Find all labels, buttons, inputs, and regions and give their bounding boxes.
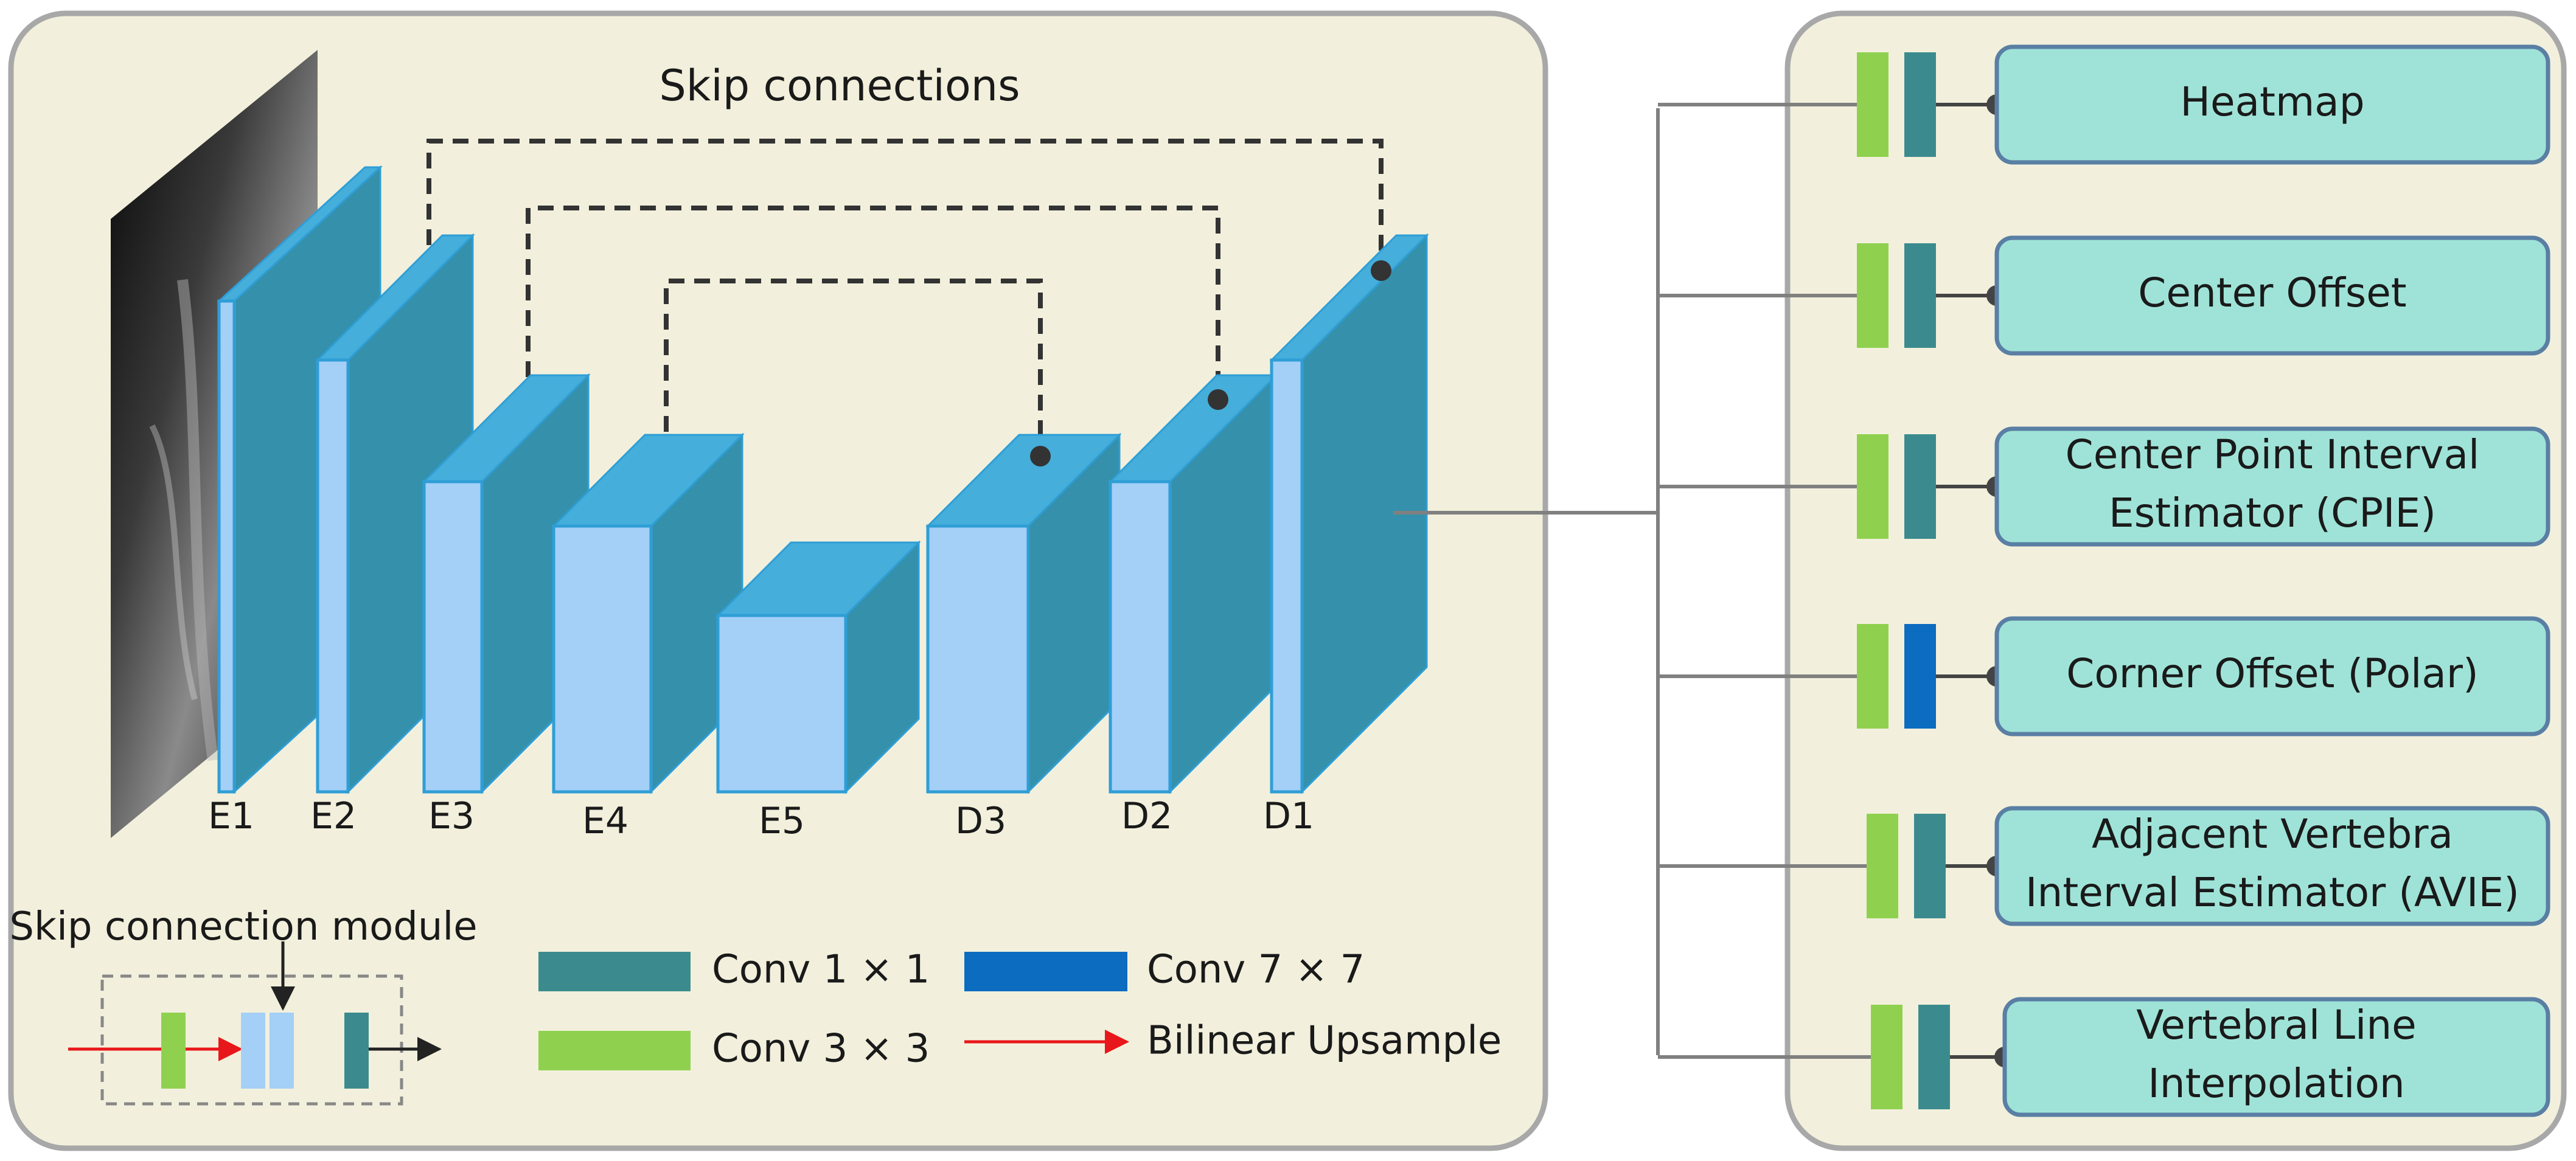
- skip-connection-module: Skip connection module: [9, 904, 478, 1106]
- head-vertebral-line-conv3x3: [1871, 1005, 1902, 1109]
- block-d3-front: [926, 524, 1030, 794]
- head-center-offset: Center Offset: [1658, 235, 2550, 356]
- head-center-offset-conv3x3: [1857, 243, 1888, 348]
- label-d2: D2: [1121, 795, 1172, 837]
- skip-connection-e4-d3: [664, 279, 1043, 457]
- skip-module-title: Skip connection module: [9, 904, 477, 949]
- head-corner-offset-box: [1994, 616, 2550, 736]
- head-corner-offset-label-1: Corner Offset (Polar): [2066, 650, 2479, 697]
- skip-module-concat-a: [241, 1013, 265, 1089]
- head-vertebral-line-conv1x1: [1918, 1005, 1950, 1109]
- heads-panel: [1784, 10, 2567, 1151]
- legend-label-conv1x1: Conv 1 × 1: [712, 948, 930, 993]
- head-vertebral-line-box: [2002, 997, 2550, 1117]
- head-avie-conv1x1: [1914, 814, 1946, 918]
- legend-label-upsample: Bilinear Upsample: [1147, 1019, 1502, 1064]
- head-heatmap-label-1: Heatmap: [2180, 78, 2364, 125]
- skip-endpoint-d3: [1030, 446, 1051, 466]
- head-avie-conv3x3: [1867, 814, 1898, 918]
- skip-module-concat-b: [270, 1013, 294, 1089]
- label-e5: E5: [759, 800, 805, 842]
- block-d1: [1269, 233, 1429, 794]
- block-e5: [715, 540, 921, 794]
- label-e4: E4: [582, 800, 628, 842]
- block-e3-front: [422, 480, 484, 794]
- skip-connection-e3-d2: [526, 206, 1220, 398]
- block-d2: [1108, 373, 1279, 794]
- label-e1: E1: [208, 795, 254, 837]
- head-center-offset-conv1x1: [1904, 243, 1936, 348]
- head-center-offset-label-1: Center Offset: [2138, 269, 2406, 316]
- legend-swatch-conv7x7: [964, 952, 1127, 991]
- skip-module-conv1x1: [344, 1013, 369, 1089]
- skip-module-conv3x3: [161, 1013, 186, 1089]
- head-corner-offset: Corner Offset (Polar): [1658, 616, 2550, 736]
- legend-label-conv7x7: Conv 7 × 7: [1147, 948, 1365, 993]
- skip-endpoint-d1: [1371, 260, 1391, 281]
- head-avie-label-1: Adjacent Vertebra: [2092, 811, 2453, 858]
- label-d1: D1: [1263, 795, 1314, 837]
- head-heatmap-box: [1994, 44, 2550, 165]
- head-vertebral-line-label-2: Interpolation: [2148, 1060, 2404, 1107]
- legend: Conv 1 × 1 Conv 7 × 7 Conv 3 × 3 Bilinea…: [538, 948, 1502, 1072]
- head-corner-offset-conv3x3: [1857, 624, 1888, 729]
- block-labels: E1 E2 E3 E4 E5 D3 D2 D1: [208, 795, 1314, 842]
- block-e5-front: [716, 614, 848, 794]
- block-e4-front: [552, 524, 653, 794]
- blocks-layer: [217, 165, 1429, 794]
- skip-connection-lines: [426, 139, 1384, 457]
- head-cpie-box: [1994, 426, 2550, 547]
- block-d1-front: [1270, 358, 1304, 794]
- head-cpie-label-2: Estimator (CPIE): [2109, 490, 2436, 536]
- block-e1-front: [217, 299, 236, 794]
- head-cpie-conv1x1: [1904, 434, 1936, 539]
- head-heatmap: Heatmap: [1658, 44, 2550, 165]
- label-d3: D3: [955, 800, 1006, 842]
- head-cpie-label-1: Center Point Interval: [2066, 431, 2480, 478]
- skip-endpoints: [1030, 260, 1391, 466]
- skip-connections-title: Skip connections: [659, 61, 1020, 111]
- head-center-offset-box: [1994, 235, 2550, 356]
- head-corner-offset-conv7x7: [1904, 624, 1936, 729]
- head-avie-label-2: Interval Estimator (AVIE): [2025, 869, 2519, 916]
- head-heatmap-conv3x3: [1857, 52, 1888, 157]
- skip-module-frame: [100, 974, 403, 1106]
- head-avie-box: [1994, 806, 2550, 926]
- head-heatmap-conv1x1: [1904, 52, 1936, 157]
- skip-connection-e2-d1: [426, 139, 1384, 271]
- skip-endpoint-d2: [1208, 389, 1228, 410]
- head-bus: [1393, 108, 1660, 1055]
- label-e2: E2: [310, 795, 357, 837]
- head-vertebral-line-label-1: Vertebral Line: [2136, 1002, 2417, 1048]
- block-d2-front: [1109, 480, 1172, 794]
- block-e2-front: [316, 358, 350, 794]
- head-cpie-conv3x3: [1857, 434, 1888, 539]
- legend-label-conv3x3: Conv 3 × 3: [712, 1027, 930, 1072]
- legend-swatch-conv3x3: [538, 1031, 691, 1070]
- legend-swatch-conv1x1: [538, 952, 691, 991]
- label-e3: E3: [428, 795, 475, 837]
- block-d3: [925, 432, 1122, 794]
